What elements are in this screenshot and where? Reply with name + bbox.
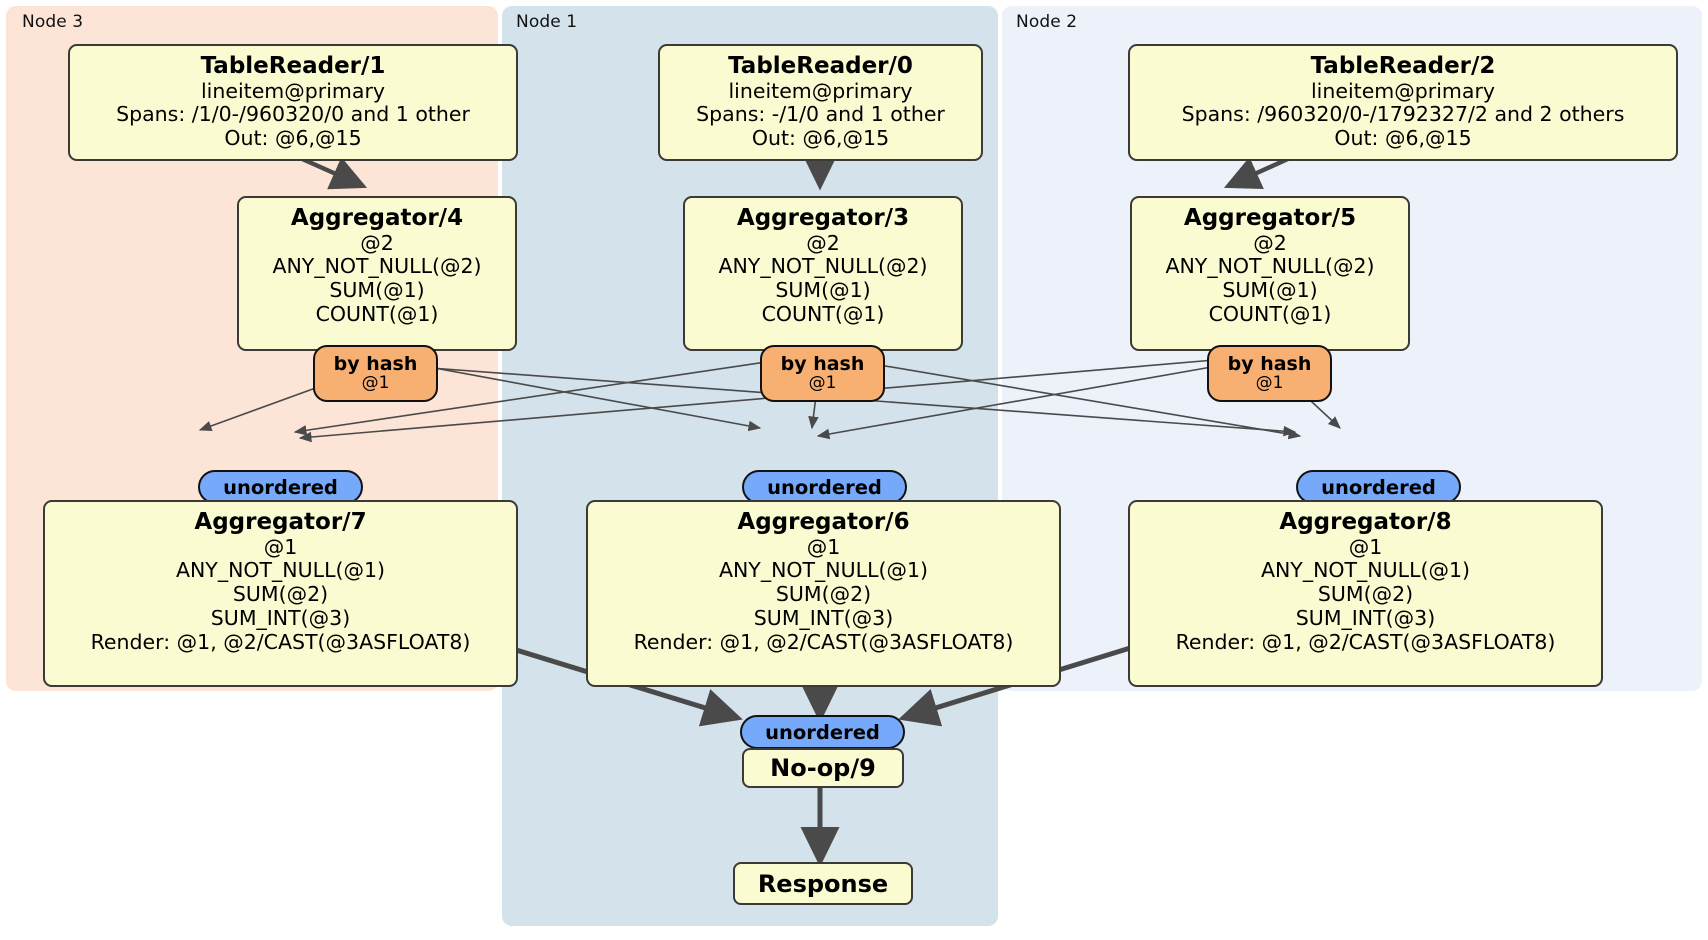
processor-detail-line: SUM(@1) <box>329 278 425 303</box>
processor-detail-line: @2 <box>1253 230 1287 255</box>
processor-table-reader-0[interactable]: TableReader/0 lineitem@primary Spans: -/… <box>658 44 983 161</box>
synchronizer-aggregator-7[interactable]: unordered <box>198 470 363 504</box>
processor-detail-line: SUM(@2) <box>232 582 329 607</box>
processor-aggregator-8[interactable]: Aggregator/8 @1 ANY_NOT_NULL(@1) SUM(@2)… <box>1128 500 1603 687</box>
processor-aggregator-6[interactable]: Aggregator/6 @1 ANY_NOT_NULL(@1) SUM(@2)… <box>586 500 1061 687</box>
processor-detail-line: lineitem@primary <box>1310 78 1496 103</box>
processor-title: No-op/9 <box>770 754 876 782</box>
hash-router-column: @1 <box>361 372 390 393</box>
processor-render-line: Render: @1, @2/CAST(@3ASFLOAT8) <box>633 629 1014 654</box>
hash-router-label: by hash <box>780 352 865 375</box>
processor-detail-line: SUM_INT(@3) <box>1295 605 1436 630</box>
processor-aggregator-5[interactable]: Aggregator/5 @2 ANY_NOT_NULL(@2) SUM(@1)… <box>1130 196 1410 351</box>
processor-detail-line: ANY_NOT_NULL(@1) <box>1260 558 1471 583</box>
synchronizer-aggregator-6[interactable]: unordered <box>742 470 907 504</box>
processor-detail-line: SUM_INT(@3) <box>753 605 894 630</box>
synchronizer-label: unordered <box>767 475 882 499</box>
processor-detail-line: @2 <box>806 230 840 255</box>
processor-table-reader-1[interactable]: TableReader/1 lineitem@primary Spans: /1… <box>68 44 518 161</box>
processor-response[interactable]: Response <box>733 862 913 905</box>
processor-title: Aggregator/8 <box>1279 509 1452 535</box>
processor-detail-line: ANY_NOT_NULL(@1) <box>175 558 386 583</box>
processor-detail-line: @1 <box>806 534 841 559</box>
processor-detail-line: @1 <box>263 534 298 559</box>
panel-node-2-label: Node 2 <box>1016 12 1078 32</box>
processor-detail-line: Out: @6,@15 <box>751 126 890 151</box>
processor-title: TableReader/2 <box>1310 53 1496 79</box>
processor-aggregator-3[interactable]: Aggregator/3 @2 ANY_NOT_NULL(@2) SUM(@1)… <box>683 196 963 351</box>
hash-router-label: by hash <box>1227 352 1312 375</box>
synchronizer-label: unordered <box>1321 475 1436 499</box>
processor-title: TableReader/1 <box>200 53 386 79</box>
hash-router-aggregator-5[interactable]: by hash @1 <box>1207 345 1332 402</box>
hash-router-label: by hash <box>333 352 418 375</box>
processor-detail-line: SUM(@2) <box>1317 582 1414 607</box>
processor-detail-line: SUM(@1) <box>775 278 871 303</box>
processor-detail-line: SUM(@1) <box>1222 278 1318 303</box>
processor-title: Response <box>757 869 889 898</box>
processor-render-line: Render: @1, @2/CAST(@3ASFLOAT8) <box>1175 629 1556 654</box>
processor-title: TableReader/0 <box>728 53 913 79</box>
panel-node-1-label: Node 1 <box>516 12 578 32</box>
processor-detail-line: COUNT(@1) <box>315 301 439 326</box>
processor-detail-line: @2 <box>360 230 394 255</box>
processor-detail-line: Spans: -/1/0 and 1 other <box>696 102 945 127</box>
processor-title: Aggregator/7 <box>194 509 367 535</box>
hash-router-column: @1 <box>808 372 837 393</box>
processor-title: Aggregator/3 <box>736 205 910 231</box>
panel-node-3-label: Node 3 <box>22 12 84 32</box>
processor-aggregator-4[interactable]: Aggregator/4 @2 ANY_NOT_NULL(@2) SUM(@1)… <box>237 196 517 351</box>
processor-detail-line: @1 <box>1348 534 1383 559</box>
hash-router-aggregator-4[interactable]: by hash @1 <box>313 345 438 402</box>
synchronizer-noop-9[interactable]: unordered <box>740 715 905 749</box>
processor-detail-line: COUNT(@1) <box>1208 301 1332 326</box>
processor-detail-line: SUM(@2) <box>775 582 872 607</box>
processor-detail-line: Spans: /960320/0-/1792327/2 and 2 others <box>1181 102 1625 127</box>
processor-title: Aggregator/5 <box>1183 205 1357 231</box>
processor-aggregator-7[interactable]: Aggregator/7 @1 ANY_NOT_NULL(@1) SUM(@2)… <box>43 500 518 687</box>
processor-table-reader-2[interactable]: TableReader/2 lineitem@primary Spans: /9… <box>1128 44 1678 161</box>
processor-detail-line: COUNT(@1) <box>761 301 885 326</box>
processor-detail-line: lineitem@primary <box>200 78 386 103</box>
processor-detail-line: ANY_NOT_NULL(@2) <box>1165 254 1375 279</box>
processor-detail-line: Spans: /1/0-/960320/0 and 1 other <box>116 102 470 127</box>
processor-detail-line: lineitem@primary <box>728 78 913 103</box>
synchronizer-label: unordered <box>765 720 880 744</box>
processor-detail-line: SUM_INT(@3) <box>210 605 351 630</box>
processor-title: Aggregator/6 <box>737 509 910 535</box>
processor-detail-line: ANY_NOT_NULL(@2) <box>718 254 928 279</box>
processor-render-line: Render: @1, @2/CAST(@3ASFLOAT8) <box>90 629 471 654</box>
processor-detail-line: Out: @6,@15 <box>1334 126 1472 151</box>
hash-router-column: @1 <box>1255 372 1284 393</box>
processor-detail-line: ANY_NOT_NULL(@2) <box>272 254 482 279</box>
hash-router-aggregator-3[interactable]: by hash @1 <box>760 345 885 402</box>
processor-detail-line: Out: @6,@15 <box>224 126 362 151</box>
processor-title: Aggregator/4 <box>290 205 464 231</box>
synchronizer-aggregator-8[interactable]: unordered <box>1296 470 1461 504</box>
processor-noop-9[interactable]: No-op/9 <box>742 748 904 788</box>
synchronizer-label: unordered <box>223 475 338 499</box>
processor-detail-line: ANY_NOT_NULL(@1) <box>718 558 929 583</box>
